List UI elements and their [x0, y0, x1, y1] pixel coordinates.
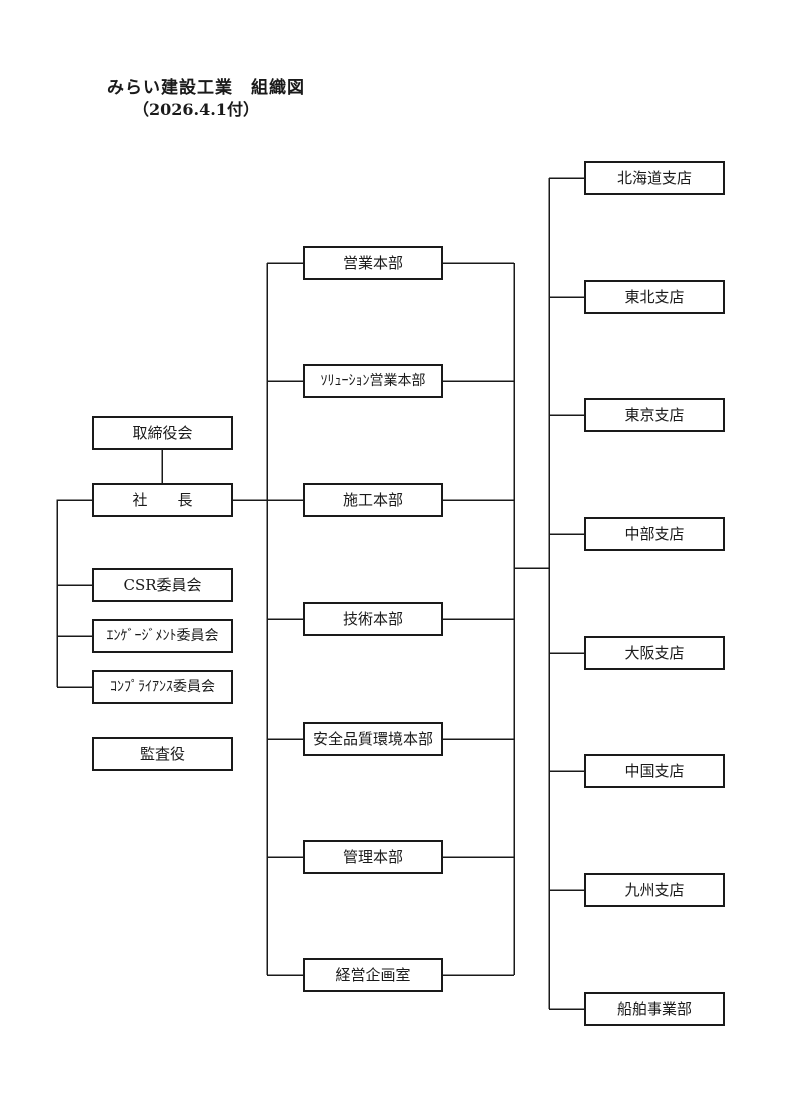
org-node-engineering-hq: 技術本部 — [303, 602, 443, 636]
org-node-chugoku-branch: 中国支店 — [584, 754, 725, 788]
chart-date-note: （2026.4.1付） — [133, 100, 259, 119]
org-node-osaka-branch: 大阪支店 — [584, 636, 725, 670]
org-node-administration-hq: 管理本部 — [303, 840, 443, 874]
org-node-auditor: 監査役 — [92, 737, 233, 771]
org-node-construction-hq: 施工本部 — [303, 483, 443, 517]
chart-title: みらい建設工業 組織図 — [107, 78, 305, 98]
org-node-kyushu-branch: 九州支店 — [584, 873, 725, 907]
org-node-chubu-branch: 中部支店 — [584, 517, 725, 551]
org-node-safety-quality-environment-hq: 安全品質環境本部 — [303, 722, 443, 756]
org-node-csr-committee: CSR委員会 — [92, 568, 233, 602]
org-node-solution-sales-hq: ｿﾘｭｰｼｮﾝ営業本部 — [303, 364, 443, 398]
org-node-tohoku-branch: 東北支店 — [584, 280, 725, 314]
org-node-tokyo-branch: 東京支店 — [584, 398, 725, 432]
org-node-compliance-committee: ｺﾝﾌﾟﾗｲｱﾝｽ委員会 — [92, 670, 233, 704]
org-node-sales-hq: 営業本部 — [303, 246, 443, 280]
org-node-board-of-directors: 取締役会 — [92, 416, 233, 450]
org-node-hokkaido-branch: 北海道支店 — [584, 161, 725, 195]
org-node-engagement-committee: ｴﾝｹﾞｰｼﾞﾒﾝﾄ委員会 — [92, 619, 233, 653]
org-node-marine-business-division: 船舶事業部 — [584, 992, 725, 1026]
org-node-president: 社 長 — [92, 483, 233, 517]
org-node-corporate-planning-office: 経営企画室 — [303, 958, 443, 992]
